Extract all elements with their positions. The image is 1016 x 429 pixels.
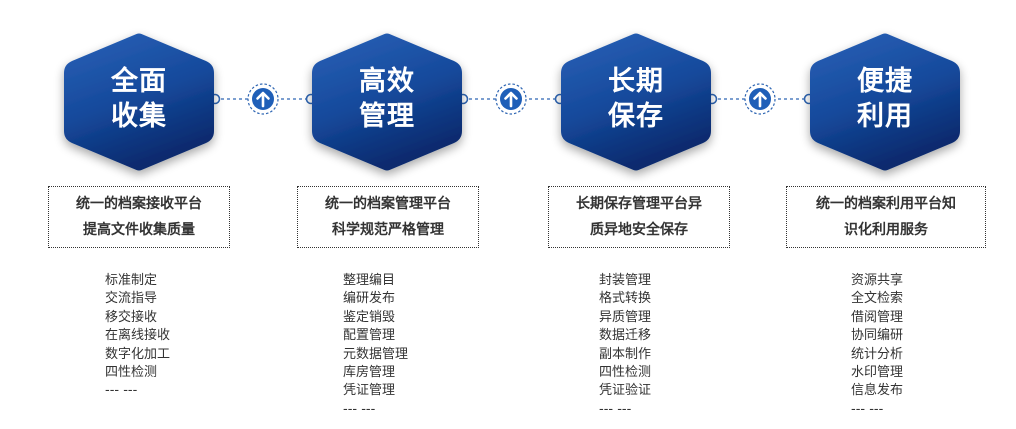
list-item: 统计分析	[851, 346, 904, 362]
stage-hexagon-1: 全面 收集	[64, 33, 214, 171]
stage-item-list-4: 资源共享 全文检索 借阅管理 协同编研 统计分析 水印管理 信息发布 --- -…	[851, 272, 903, 419]
list-item: 资源共享	[851, 273, 904, 288]
list-item: 信息发布	[851, 383, 904, 399]
list-item: 标准制定	[105, 273, 158, 288]
connector-1	[209, 83, 317, 115]
list-item: --- ---	[599, 401, 632, 417]
summary-line: 统一的档案接收平台	[76, 196, 202, 212]
up-arrow-icon	[744, 83, 776, 115]
list-item: 数字化加工	[105, 346, 171, 362]
list-item: 封装管理	[599, 273, 652, 288]
list-item: 在离线接收	[105, 328, 171, 344]
stage-summary-box-2: 统一的档案管理平台 科学规范严格管理	[297, 186, 479, 248]
list-item: 格式转换	[599, 291, 652, 307]
list-item: 交流指导	[105, 291, 158, 307]
list-item: 异质管理	[599, 309, 652, 325]
list-item: --- ---	[343, 401, 376, 417]
stage-title-line1: 便捷	[857, 66, 913, 97]
up-arrow-icon	[495, 83, 527, 115]
summary-line: 质异地安全保存	[590, 222, 688, 238]
list-item: 四性检测	[599, 365, 652, 381]
list-item: 四性检测	[105, 365, 158, 381]
summary-line: 识化利用服务	[844, 222, 928, 238]
list-item: 协同编研	[851, 328, 904, 344]
list-item: 配置管理	[343, 328, 396, 344]
list-item: 数据迁移	[599, 328, 652, 344]
summary-line: 统一的档案利用平台知	[816, 196, 956, 212]
list-item: 水印管理	[851, 365, 904, 381]
stage-title-line2: 保存	[607, 101, 664, 132]
stage-item-list-3: 封装管理 格式转换 异质管理 数据迁移 副本制作 四性检测 凭证验证 --- -…	[599, 272, 651, 419]
summary-line: 提高文件收集质量	[83, 222, 195, 238]
stage-hexagon-4: 便捷 利用	[810, 33, 960, 171]
list-item: 元数据管理	[343, 346, 409, 362]
list-item: --- ---	[851, 401, 884, 417]
summary-line: 长期保存管理平台异	[576, 196, 702, 212]
stage-item-list-2: 整理编目 编研发布 鉴定销毁 配置管理 元数据管理 库房管理 凭证管理 --- …	[343, 272, 408, 419]
stage-title-line2: 收集	[111, 100, 167, 132]
stage-title-line1: 长期	[608, 66, 664, 97]
list-item: --- ---	[105, 383, 138, 399]
list-item: 移交接收	[105, 309, 158, 325]
stage-title-line1: 高效	[359, 65, 415, 97]
summary-line: 科学规范严格管理	[332, 222, 444, 238]
list-item: 全文检索	[851, 291, 904, 307]
list-item: 库房管理	[343, 365, 396, 381]
stage-summary-box-3: 长期保存管理平台异 质异地安全保存	[548, 186, 730, 248]
list-item: 鉴定销毁	[343, 309, 396, 325]
stage-hexagon-3: 长期 保存	[561, 33, 711, 171]
stage-hexagon-2: 高效 管理	[312, 33, 462, 171]
stage-summary-box-1: 统一的档案接收平台 提高文件收集质量	[48, 186, 230, 248]
list-item: 副本制作	[599, 346, 652, 362]
connector-3	[706, 83, 815, 115]
stage-summary-box-4: 统一的档案利用平台知 识化利用服务	[786, 186, 986, 248]
stage-title-line1: 全面	[110, 65, 167, 97]
up-arrow-icon	[247, 83, 279, 115]
list-item: 整理编目	[343, 273, 396, 288]
connector-2	[457, 83, 566, 115]
summary-line: 统一的档案管理平台	[325, 196, 451, 212]
stage-item-list-1: 标准制定 交流指导 移交接收 在离线接收 数字化加工 四性检测 --- ---	[105, 272, 170, 401]
list-item: 凭证管理	[343, 383, 396, 399]
list-item: 编研发布	[343, 291, 396, 307]
list-item: 借阅管理	[851, 309, 904, 325]
stage-title-line2: 利用	[857, 101, 913, 132]
stage-title-line2: 管理	[359, 101, 415, 132]
list-item: 凭证验证	[599, 383, 652, 399]
